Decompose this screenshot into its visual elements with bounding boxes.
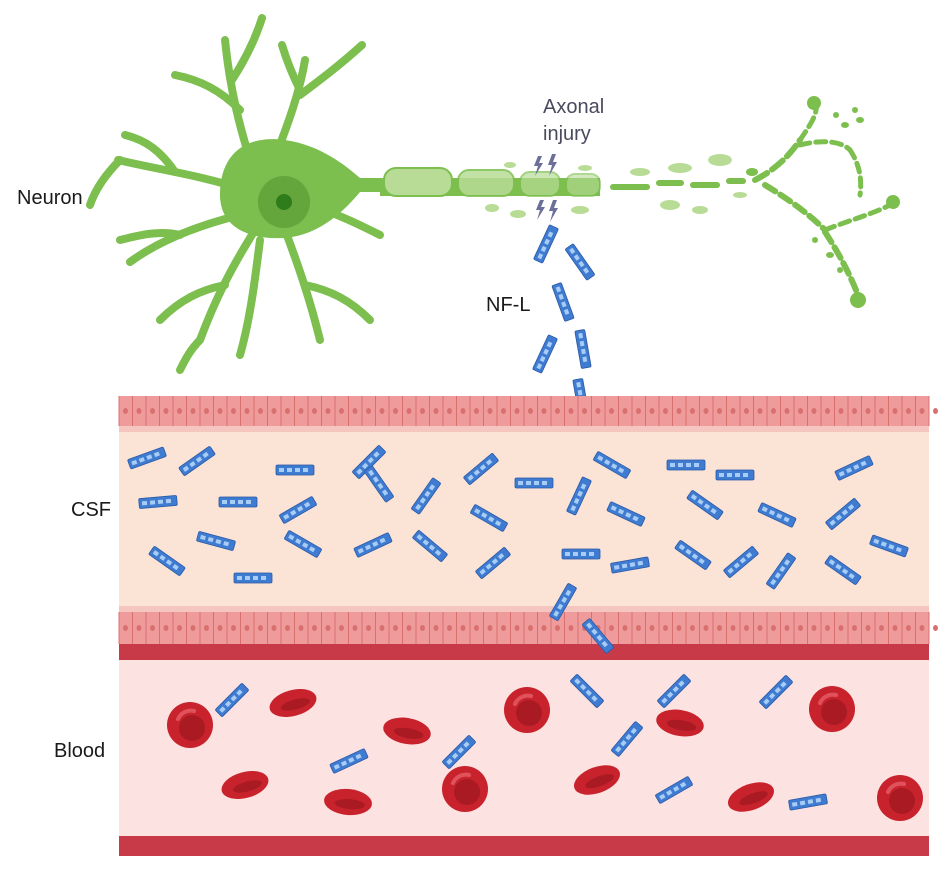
nfl-label: NF-L (486, 294, 531, 316)
csf-channel (118, 396, 938, 660)
released-nfl-group (531, 224, 596, 419)
axonal-injury-label: Axonal injury (543, 94, 604, 148)
axonal-injury-line1: Axonal (543, 96, 605, 118)
axonal-injury-line2: injury (543, 123, 591, 145)
axon-fragments (485, 96, 900, 308)
neuron-label: Neuron (17, 187, 83, 209)
blood-label: Blood (54, 740, 106, 762)
axon (380, 167, 601, 197)
lightning-bolt-icon (534, 154, 558, 222)
csf-label: CSF (71, 499, 111, 521)
neuron-icon (86, 14, 400, 374)
